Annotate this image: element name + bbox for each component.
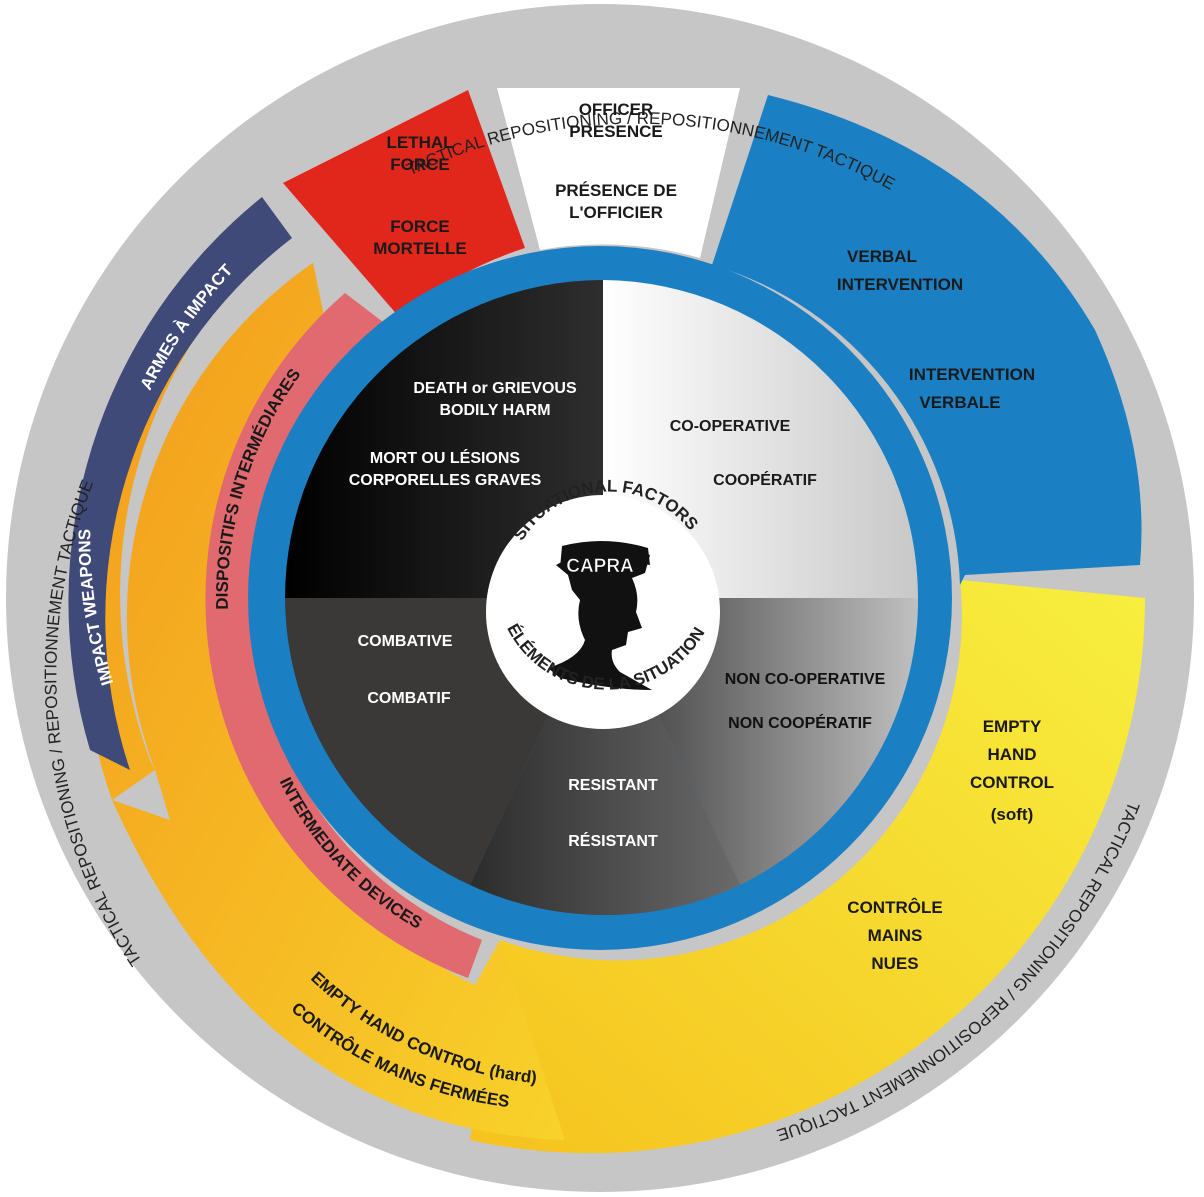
empty-hand-hard-segment (84, 248, 565, 1140)
death-labels: DEATH or GRIEVOUS BODILY HARM MORT OU LÉ… (349, 380, 577, 489)
svg-text:MORTELLE: MORTELLE (373, 239, 467, 258)
svg-text:PRESENCE: PRESENCE (569, 122, 663, 141)
svg-text:INTERVENTION: INTERVENTION (837, 275, 963, 294)
svg-text:L'OFFICIER: L'OFFICIER (569, 203, 663, 222)
sector-death (285, 280, 603, 598)
svg-text:CONTRÔLE: CONTRÔLE (847, 898, 942, 917)
svg-text:INTERVENTION: INTERVENTION (909, 365, 1035, 384)
svg-text:NUES: NUES (871, 954, 918, 973)
svg-text:MORT OU LÉSIONS: MORT OU LÉSIONS (370, 448, 521, 467)
officer-silhouette-icon (548, 549, 652, 690)
officer-presence-segment (497, 88, 740, 258)
svg-text:BODILY HARM: BODILY HARM (439, 402, 550, 419)
svg-text:FORCE: FORCE (390, 155, 450, 174)
svg-text:NON COOPÉRATIF: NON COOPÉRATIF (728, 713, 872, 732)
svg-text:NON CO-OPERATIVE: NON CO-OPERATIVE (725, 671, 886, 688)
verbal-intervention-segment (712, 95, 1142, 585)
impact-weapons-segment (68, 197, 293, 770)
resistant-labels: RESISTANT RÉSISTANT (568, 777, 658, 850)
capra-label: CAPRA (566, 556, 634, 577)
svg-text:COMBATIF: COMBATIF (367, 690, 450, 707)
svg-text:COOPÉRATIF: COOPÉRATIF (713, 470, 817, 489)
svg-text:MAINS: MAINS (868, 926, 923, 945)
officer-cap-icon (560, 540, 650, 568)
svg-text:FORCE: FORCE (390, 217, 450, 236)
svg-text:CO-OPERATIVE: CO-OPERATIVE (670, 418, 791, 435)
sector-resistant (470, 598, 740, 916)
cooperative-labels: CO-OPERATIVE COOPÉRATIF (670, 418, 817, 489)
lethal-force-labels: LETHAL FORCE FORCE MORTELLE (373, 133, 467, 258)
verbal-intervention-labels: VERBAL INTERVENTION INTERVENTION VERBALE (837, 247, 1035, 412)
svg-text:RÉSISTANT: RÉSISTANT (568, 831, 658, 850)
svg-text:VERBAL: VERBAL (847, 247, 917, 266)
svg-text:PRÉSENCE DE: PRÉSENCE DE (555, 181, 677, 200)
empty-hand-soft-labels: EMPTY HAND CONTROL (soft) CONTRÔLE MAINS… (847, 717, 1054, 973)
combative-labels: COMBATIVE COMBATIF (358, 633, 453, 707)
svg-text:CORPORELLES GRAVES: CORPORELLES GRAVES (349, 472, 542, 489)
svg-text:HAND: HAND (987, 745, 1036, 764)
svg-text:EMPTY: EMPTY (983, 717, 1042, 736)
non-cooperative-labels: NON CO-OPERATIVE NON COOPÉRATIF (725, 671, 886, 732)
svg-text:DEATH or GRIEVOUS: DEATH or GRIEVOUS (413, 380, 577, 397)
svg-text:COMBATIVE: COMBATIVE (358, 633, 453, 650)
empty-hand-soft-segment (470, 580, 1145, 1154)
svg-text:CONTROL: CONTROL (970, 773, 1054, 792)
svg-text:OFFICER: OFFICER (579, 100, 654, 119)
svg-text:RESISTANT: RESISTANT (568, 777, 658, 794)
lethal-force-segment (283, 90, 525, 318)
svg-text:LETHAL: LETHAL (386, 133, 453, 152)
svg-text:(soft): (soft) (991, 805, 1033, 824)
svg-text:VERBALE: VERBALE (919, 393, 1000, 412)
sector-cooperative (603, 280, 918, 598)
officer-presence-labels: OFFICER PRESENCE PRÉSENCE DE L'OFFICIER (555, 100, 677, 222)
